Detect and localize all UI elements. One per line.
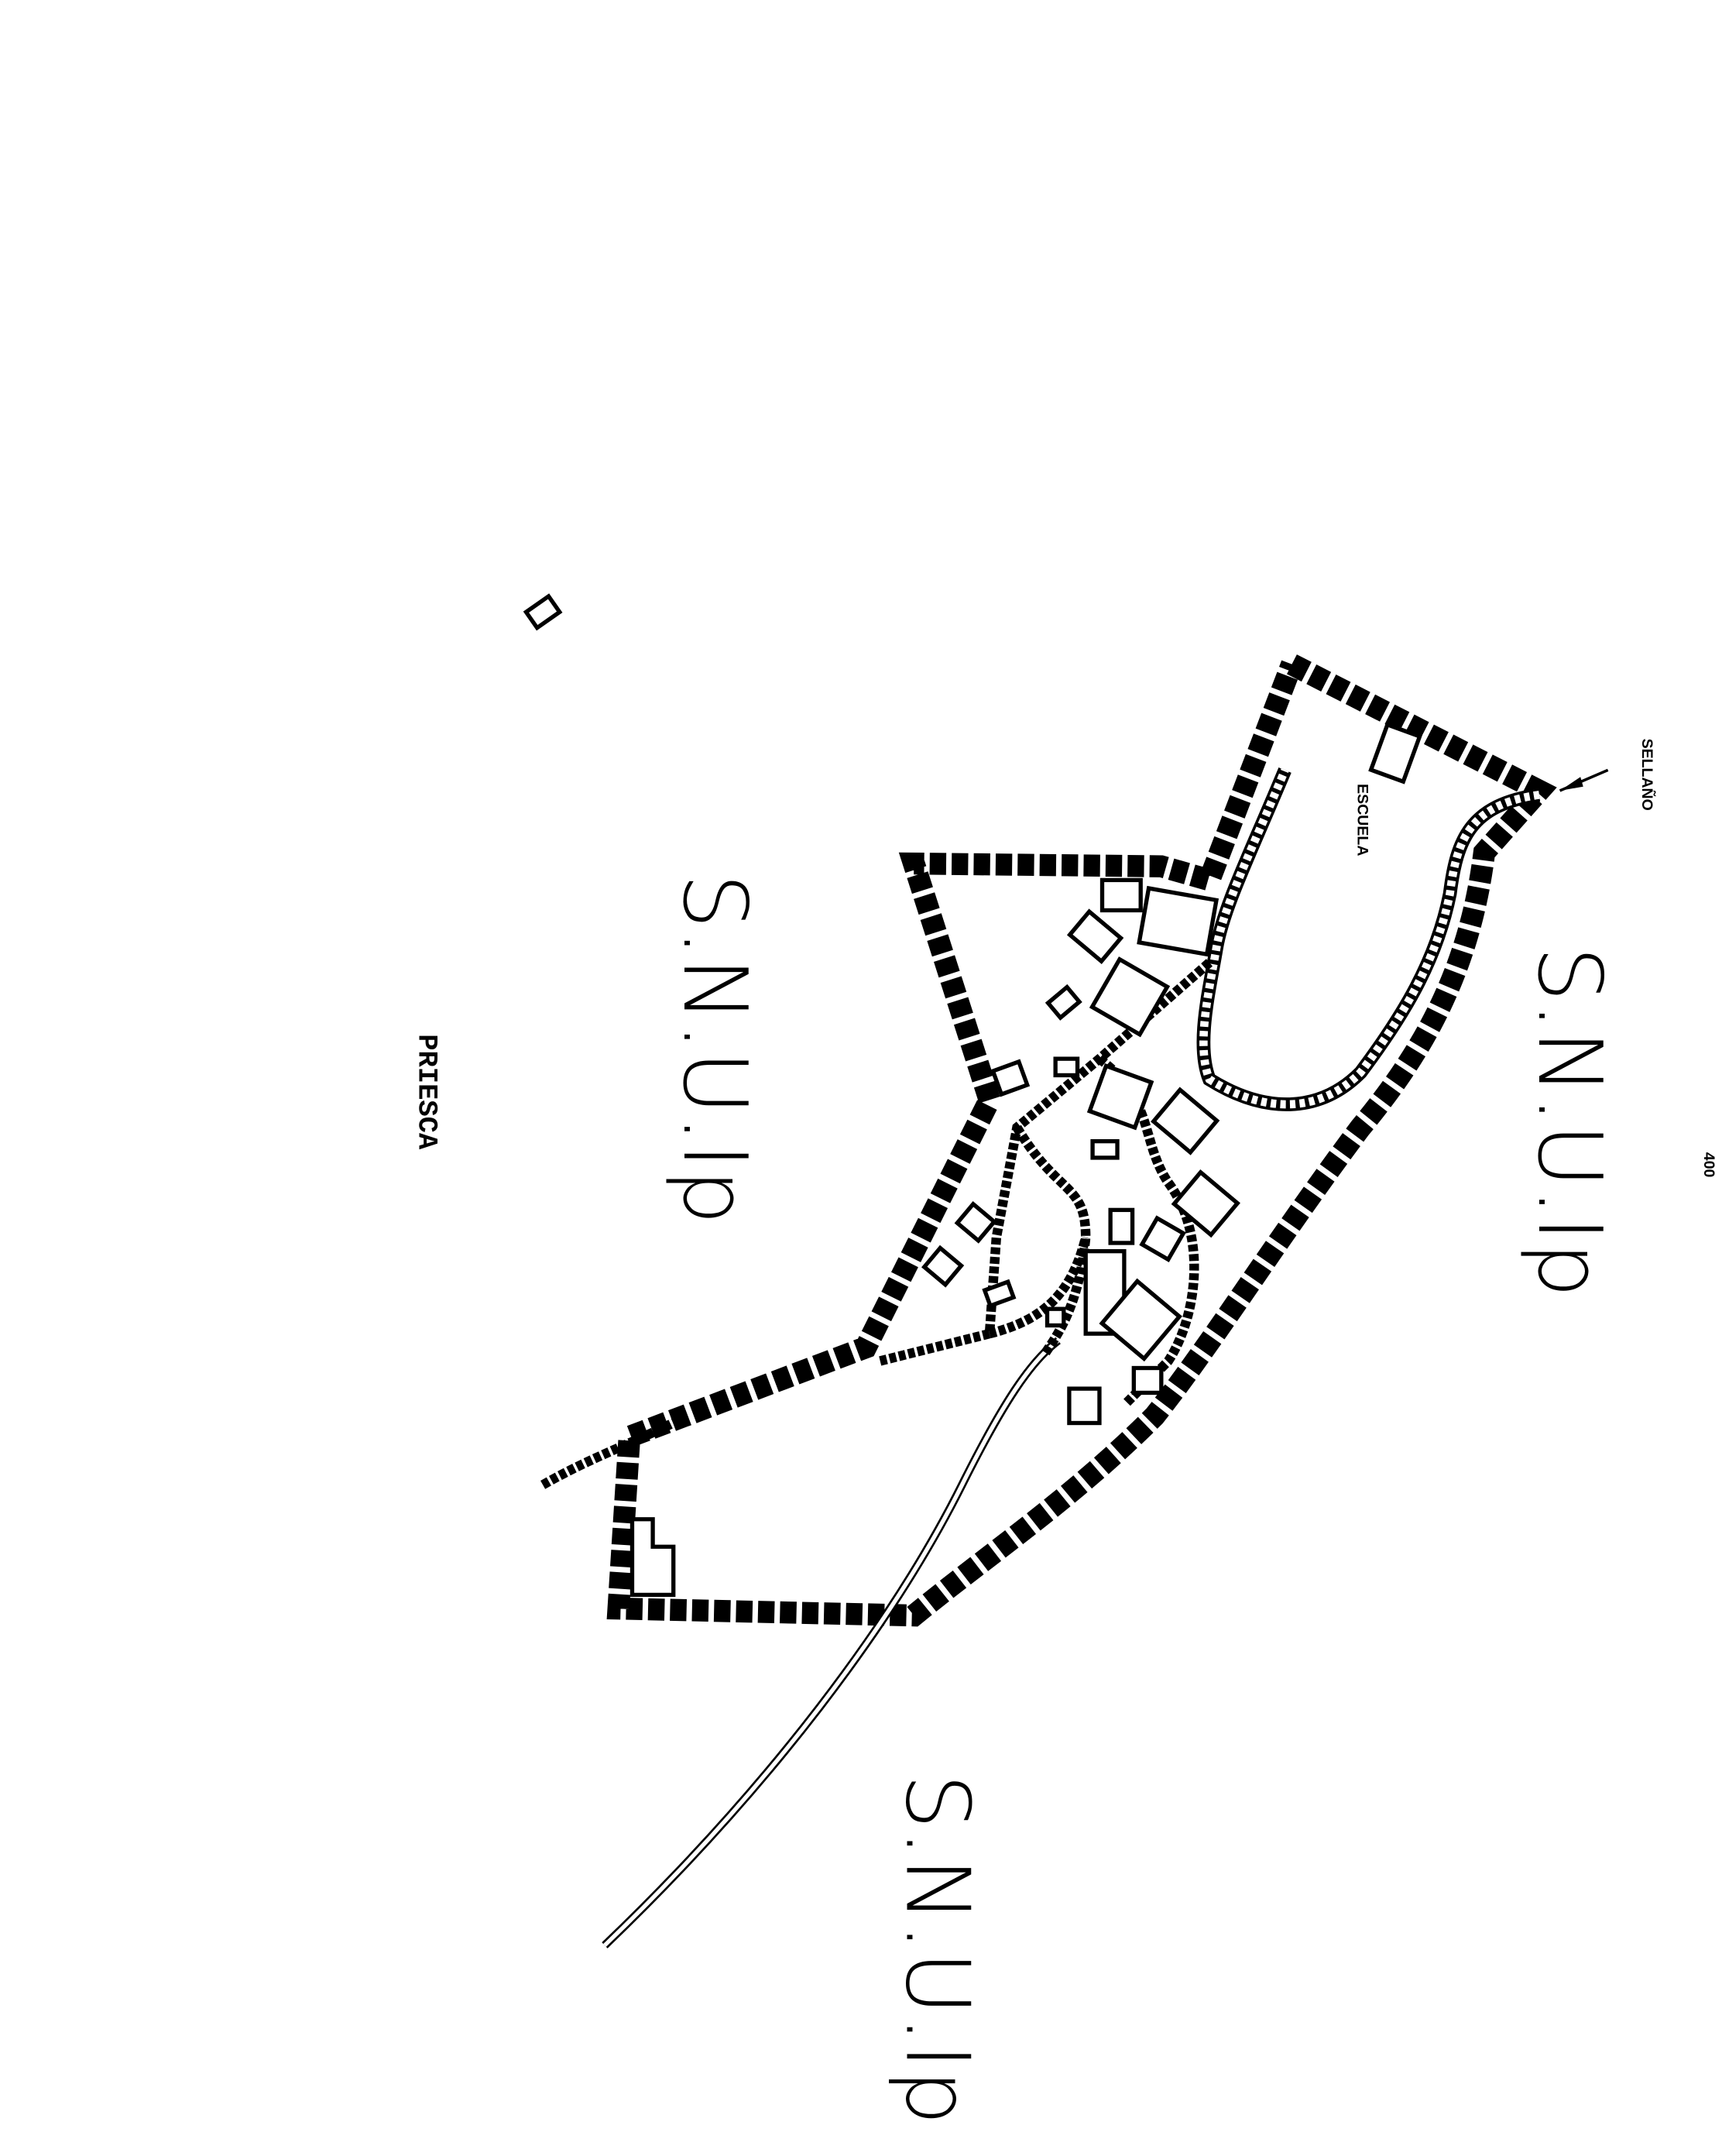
direction-label: SELLAÑO [1638,739,1656,811]
zone-label: S.N.U.Ip [664,874,766,1225]
zone-label: S.N.U.Ip [886,1773,988,2125]
buildings [523,593,1422,1598]
streets [540,959,1213,1489]
page-number: 400 [1700,1152,1717,1178]
building-label-escuela: ESCUELA [1354,784,1371,856]
urban-boundary [606,654,1557,1627]
place-name: PRIESCA [410,1034,442,1150]
zone-label: S.N.U.Ip [1518,946,1621,1298]
